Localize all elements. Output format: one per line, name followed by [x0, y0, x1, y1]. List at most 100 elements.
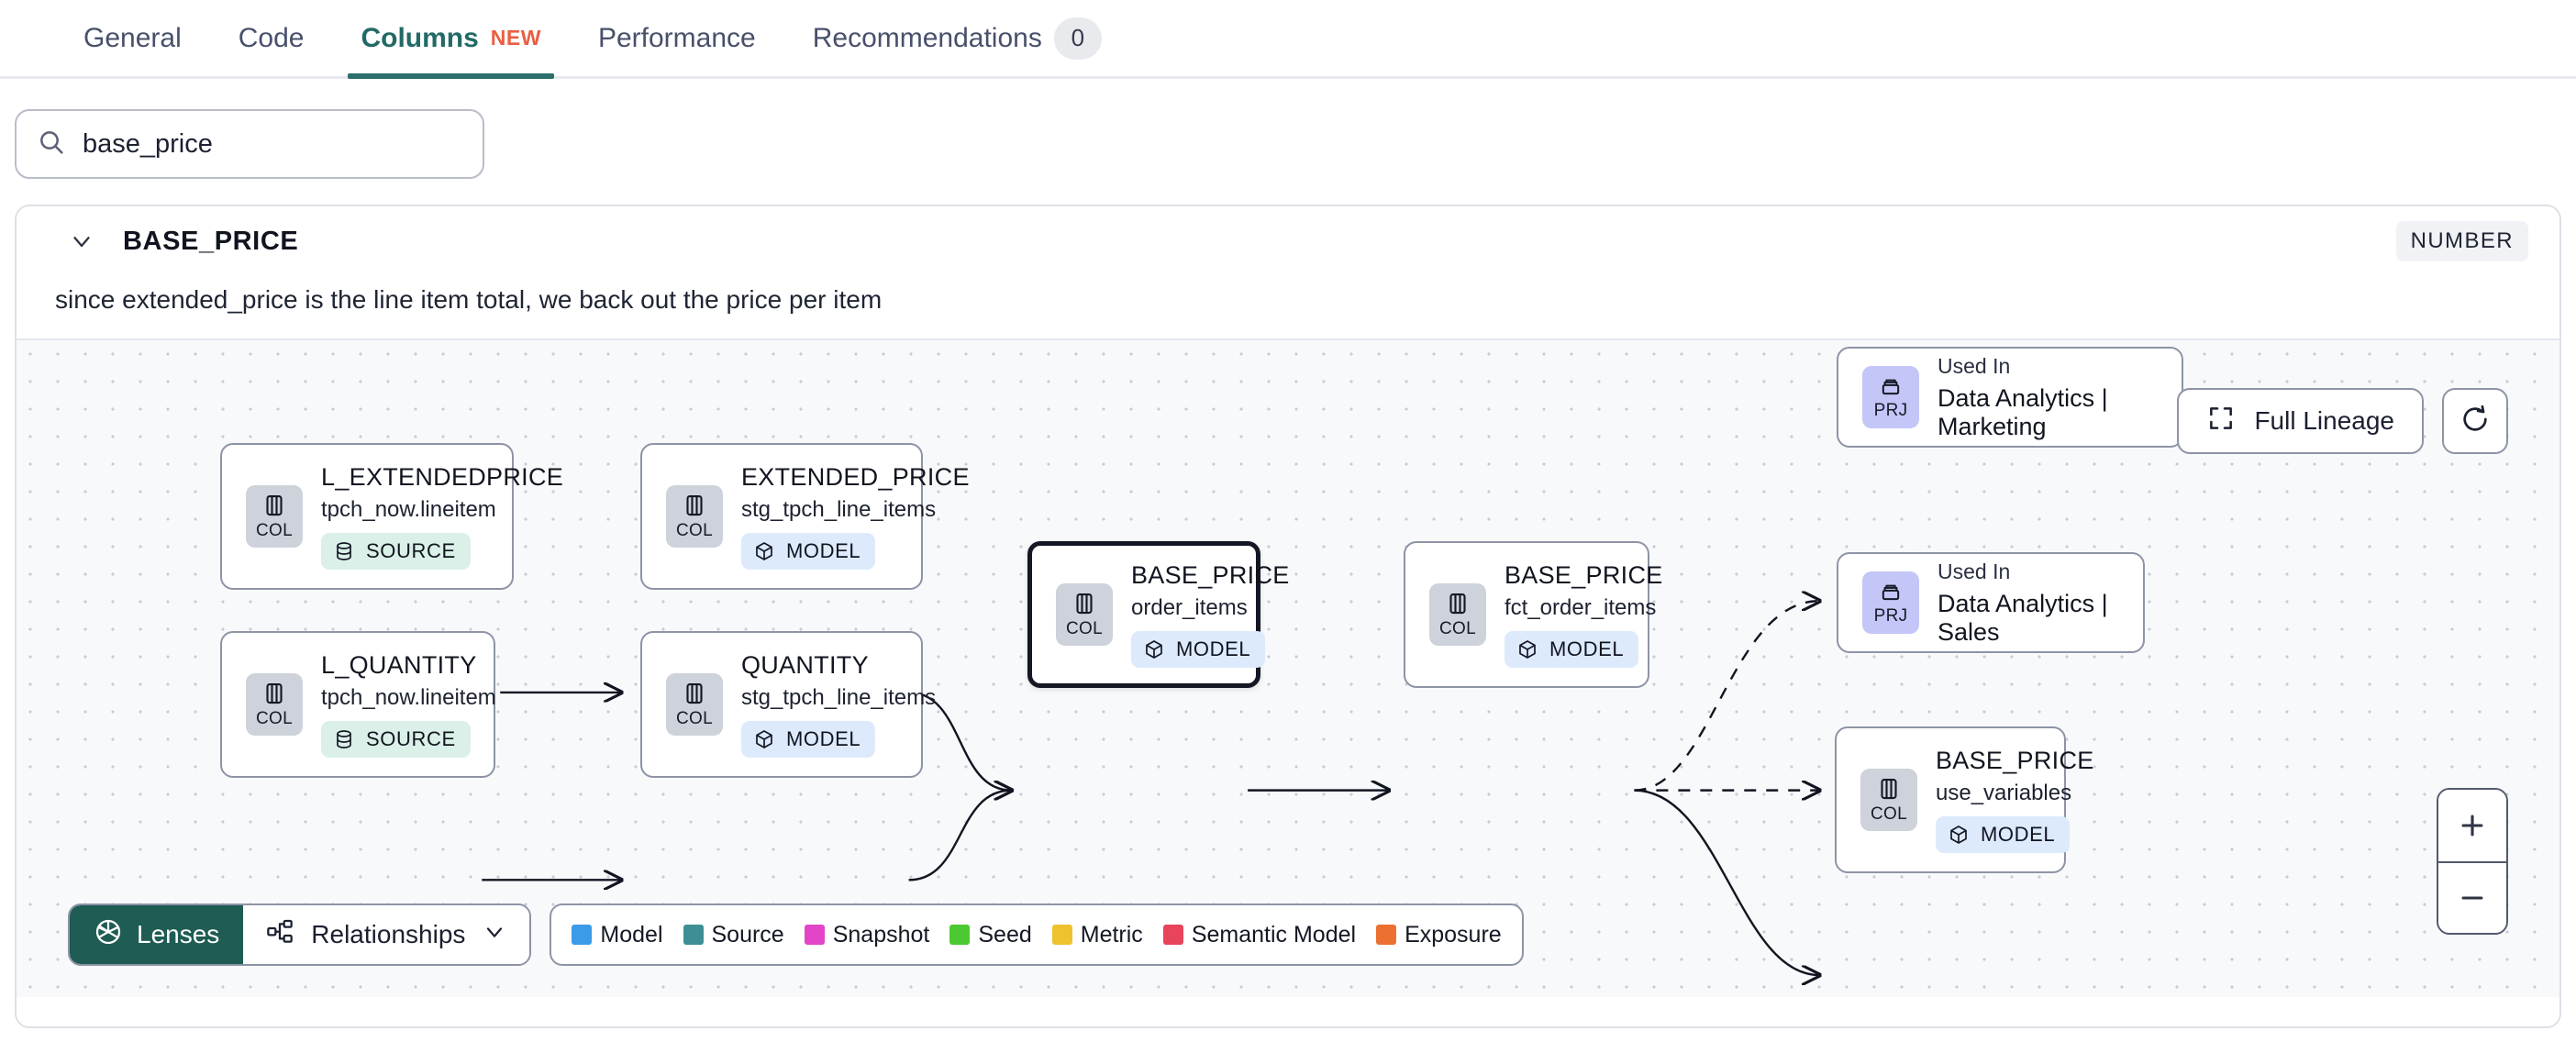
node-tag-label: MODEL — [1176, 637, 1251, 660]
prj-badge-label: PRJ — [1873, 606, 1908, 626]
node-subtitle: fct_order_items — [1505, 595, 1657, 620]
database-icon — [337, 730, 351, 748]
col-badge-label: COL — [256, 521, 293, 540]
column-icon — [1881, 778, 1897, 800]
search-input[interactable] — [83, 128, 462, 160]
full-lineage-label: Full Lineage — [2254, 406, 2394, 435]
legend-swatch-model — [572, 925, 593, 945]
legend-item: Metric — [1051, 922, 1143, 948]
tab-label: Recommendations — [812, 23, 1042, 53]
node-tag-model: MODEL — [741, 533, 876, 570]
node-title: BASE_PRICE — [1131, 561, 1290, 589]
legend-swatch-seed — [949, 925, 971, 945]
column-icon — [1076, 593, 1093, 615]
col-badge-label: COL — [676, 709, 713, 728]
cube-icon — [1519, 640, 1536, 659]
column-icon — [266, 682, 283, 704]
legend-item: Source — [683, 922, 784, 948]
project-icon — [1882, 584, 1900, 601]
column-header[interactable]: BASE_PRICE NUMBER — [17, 206, 2559, 276]
node-subtitle: tpch_now.lineitem — [321, 685, 496, 710]
zoom-in-button[interactable] — [2438, 790, 2506, 861]
node-tag-source: SOURCE — [321, 533, 471, 570]
lineage-node-project-marketing[interactable]: PRJ Used In Data Analytics | Marketing — [1837, 347, 2183, 448]
tab-general[interactable]: General — [55, 0, 210, 76]
node-tag-source: SOURCE — [321, 721, 471, 758]
project-used-in-label: Used In — [1938, 559, 2011, 583]
lenses-button[interactable]: Lenses — [70, 905, 244, 964]
lineage-node-quantity[interactable]: COL QUANTITY stg_tpch_line_items MODEL — [640, 631, 936, 778]
search-box[interactable] — [15, 109, 484, 179]
legend-swatch-source — [683, 925, 704, 945]
column-card: BASE_PRICE NUMBER since extended_price i… — [15, 205, 2561, 1028]
column-icon — [686, 494, 703, 516]
zoom-out-button[interactable] — [2438, 861, 2506, 933]
aperture-icon — [94, 917, 123, 953]
lineage-canvas[interactable]: COL L_EXTENDEDPRICE tpch_now.lineitem SO… — [17, 338, 2559, 997]
search-row — [0, 79, 2576, 179]
col-badge-label: COL — [676, 521, 713, 540]
node-title: EXTENDED_PRICE — [741, 463, 970, 491]
node-tag-model: MODEL — [1505, 631, 1639, 668]
lineage-node-base-price-fct-order-items[interactable]: COL BASE_PRICE fct_order_items MODEL — [1404, 541, 1662, 688]
node-tag-model: MODEL — [1936, 816, 2071, 853]
cube-icon — [756, 730, 772, 748]
prj-badge-label: PRJ — [1873, 401, 1908, 420]
project-name: Data Analytics | Sales — [1938, 589, 2108, 646]
expand-corners-icon — [2206, 404, 2236, 439]
project-icon — [1882, 379, 1900, 395]
tab-columns[interactable]: Columns NEW — [332, 0, 570, 79]
new-badge: NEW — [490, 26, 541, 50]
node-title: QUANTITY — [741, 651, 869, 679]
col-badge: COL — [1429, 583, 1486, 646]
lineage-node-l-extendedprice[interactable]: COL L_EXTENDEDPRICE tpch_now.lineitem SO… — [220, 443, 563, 590]
column-icon — [1449, 593, 1466, 615]
tab-performance[interactable]: Performance — [570, 0, 784, 76]
lineage-node-base-price-order-items[interactable]: COL BASE_PRICE order_items MODEL — [1027, 541, 1289, 688]
prj-badge: PRJ — [1862, 571, 1919, 634]
node-tag-label: SOURCE — [366, 727, 456, 750]
full-lineage-button[interactable]: Full Lineage — [2177, 388, 2424, 454]
tab-code[interactable]: Code — [210, 0, 333, 76]
database-icon — [337, 542, 351, 560]
legend-item: Exposure — [1376, 922, 1502, 948]
column-description: since extended_price is the line item to… — [55, 285, 883, 314]
col-badge: COL — [666, 485, 723, 548]
node-tag-label: MODEL — [786, 539, 861, 562]
cube-icon — [756, 542, 772, 560]
lineage-node-l-quantity[interactable]: COL L_QUANTITY tpch_now.lineitem SOURCE — [220, 631, 496, 778]
legend-swatch-exposure — [1376, 925, 1397, 945]
canvas-top-controls: Full Lineage — [2177, 388, 2508, 454]
legend-item: Semantic Model — [1162, 921, 1357, 948]
column-name: BASE_PRICE — [123, 226, 299, 256]
col-badge-label: COL — [1871, 804, 1907, 824]
project-used-in-label: Used In — [1938, 353, 2011, 378]
node-subtitle: order_items — [1131, 595, 1248, 620]
refresh-button[interactable] — [2442, 388, 2508, 454]
lineage-node-project-sales[interactable]: PRJ Used In Data Analytics | Sales — [1837, 552, 2145, 653]
lenses-group: Lenses Relationships — [68, 903, 532, 966]
col-badge-label: COL — [1439, 619, 1476, 638]
chevron-down-icon[interactable] — [68, 227, 95, 255]
node-title: BASE_PRICE — [1936, 747, 2094, 774]
canvas-bottom-bar: Lenses Relationships — [68, 903, 1524, 966]
legend: Model Source Snapshot Seed Metric — [550, 903, 1524, 966]
lineage-node-base-price-use-variables[interactable]: COL BASE_PRICE use_variables MODEL — [1835, 726, 2093, 873]
legend-label: Semantic Model — [1191, 921, 1357, 948]
node-tag-label: MODEL — [1549, 637, 1625, 660]
relationships-button[interactable]: Relationships — [243, 905, 530, 964]
legend-item: Model — [572, 922, 663, 948]
lenses-label: Lenses — [137, 920, 220, 948]
tab-label: Columns — [361, 23, 479, 53]
node-tag-label: MODEL — [786, 727, 861, 750]
tab-bar: General Code Columns NEW Performance Rec… — [0, 0, 2576, 79]
node-subtitle: stg_tpch_line_items — [741, 685, 937, 710]
col-badge: COL — [1860, 769, 1917, 831]
legend-swatch-snapshot — [804, 925, 825, 945]
tab-recommendations[interactable]: Recommendations 0 — [784, 0, 1130, 76]
lineage-node-extended-price[interactable]: COL EXTENDED_PRICE stg_tpch_line_items M… — [640, 443, 969, 590]
cube-icon — [1146, 640, 1162, 659]
refresh-icon — [2459, 404, 2491, 439]
node-tag-model: MODEL — [1131, 631, 1266, 668]
tab-label: General — [83, 23, 182, 53]
